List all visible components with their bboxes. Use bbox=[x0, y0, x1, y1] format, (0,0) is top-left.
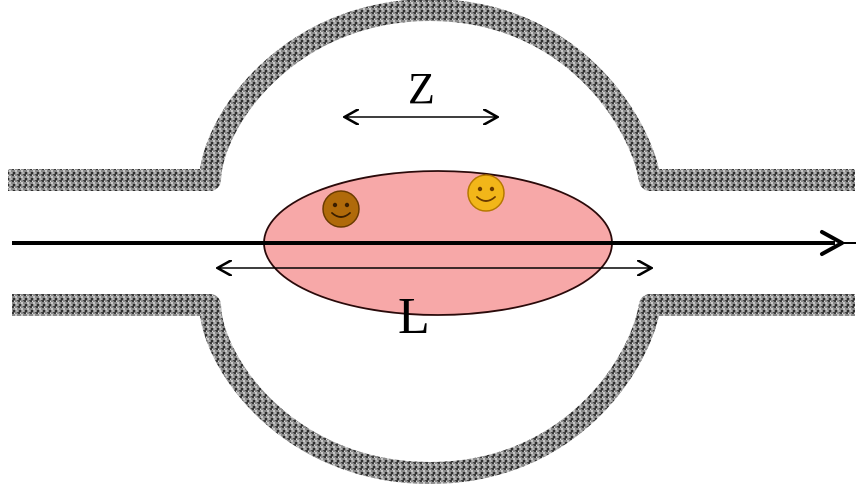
upper-wall bbox=[8, 0, 855, 191]
l-label: L bbox=[398, 288, 430, 345]
z-label: Z bbox=[408, 64, 435, 113]
smiley-face-icon bbox=[322, 190, 360, 228]
lower-wall bbox=[12, 294, 855, 484]
smiley-face-icon bbox=[467, 174, 505, 212]
